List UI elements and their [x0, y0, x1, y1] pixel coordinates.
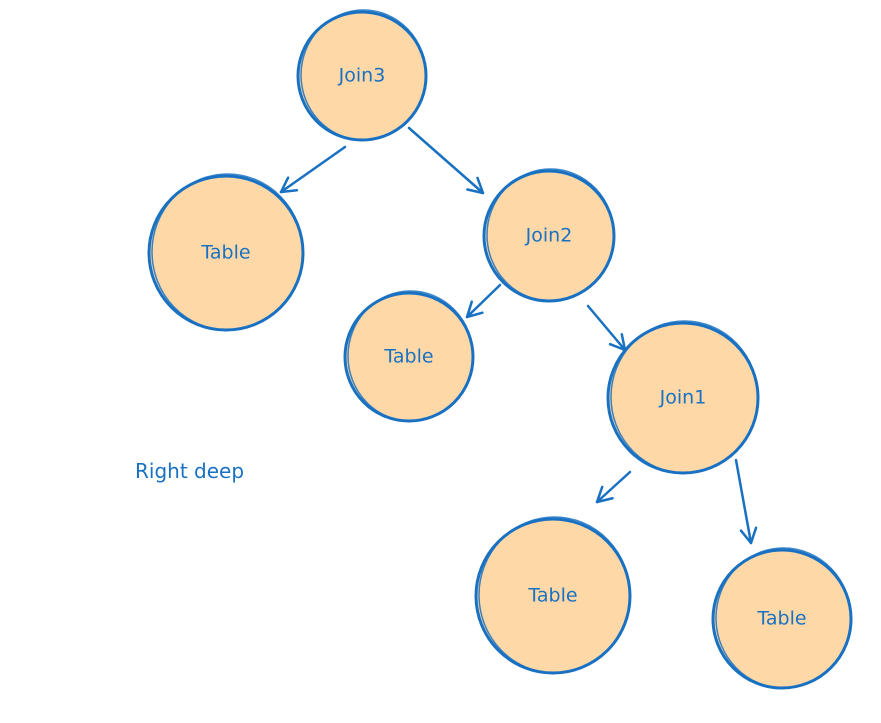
node-join3: Join3	[296, 9, 428, 142]
node-label: Join3	[338, 65, 386, 87]
edge-join1-to-table-d	[734, 458, 758, 545]
arrow-line	[465, 283, 502, 319]
node-table-b: Table	[343, 290, 475, 423]
arrow-line	[734, 458, 753, 545]
edge-join3-to-join2	[407, 126, 485, 195]
node-table-a: Table	[147, 173, 305, 332]
node-label: Table	[200, 242, 250, 264]
arrow-line	[407, 126, 485, 195]
node-join1: Join1	[606, 320, 760, 475]
node-sketch-stroke	[478, 516, 631, 674]
node-sketch-stroke	[347, 290, 474, 422]
arrowhead-icon	[739, 526, 758, 545]
arrow-line	[586, 304, 627, 352]
edge-join2-to-join1	[586, 304, 627, 352]
edge-join1-to-table-c	[595, 470, 632, 504]
arrow-line	[595, 470, 632, 504]
node-label: Table	[756, 608, 806, 630]
node-table-d: Table	[711, 547, 853, 690]
node-sketch-stroke	[610, 320, 759, 474]
node-sketch-stroke	[151, 173, 304, 331]
node-sketch-stroke	[715, 547, 852, 689]
arrowhead-icon	[279, 176, 299, 194]
node-table-c: Table	[474, 516, 632, 675]
arrowhead-icon	[466, 176, 485, 195]
edges-layer	[279, 126, 758, 545]
diagram-caption: Right deep	[135, 459, 244, 483]
node-label: Table	[383, 346, 433, 368]
edge-join3-to-table-a	[279, 145, 347, 194]
node-join2: Join2	[482, 168, 616, 303]
edge-join2-to-table-b	[465, 283, 502, 319]
node-label: Join1	[659, 387, 707, 409]
node-label: Join2	[525, 225, 573, 247]
node-label: Table	[527, 585, 577, 607]
node-sketch-stroke	[300, 9, 427, 141]
node-sketch-stroke	[486, 168, 615, 302]
arrowhead-icon	[465, 300, 484, 319]
arrow-line	[279, 145, 347, 194]
arrowhead-icon	[595, 485, 614, 504]
